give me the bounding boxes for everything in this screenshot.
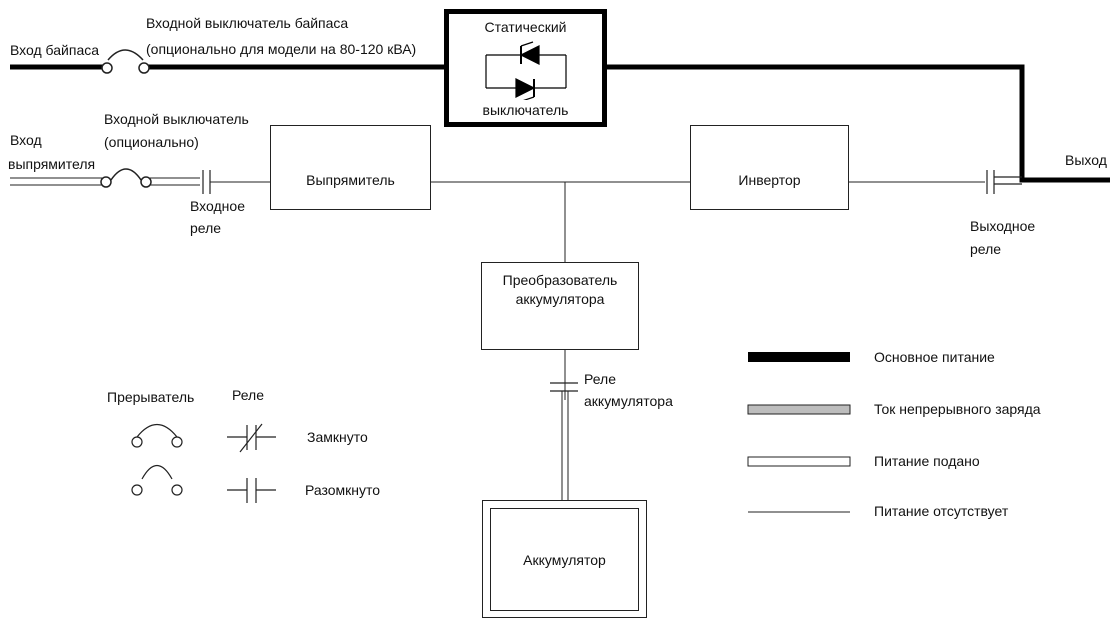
legend-relay-open-symbol — [227, 478, 276, 503]
static-switch-box: Статический выключатель — [444, 9, 607, 127]
battery-converter-frame: Преобразователь аккумулятора — [481, 262, 639, 350]
bypass-breaker-symbol — [101, 49, 150, 74]
bypass-power-line — [10, 64, 1110, 183]
inverter-label: Инвертор — [738, 172, 801, 188]
battery-outer-box: Аккумулятор — [482, 500, 647, 618]
input-breaker-label-1: Входной выключатель — [104, 111, 249, 127]
legend-float-charge-swatch — [747, 404, 851, 415]
input-breaker-symbol — [100, 168, 152, 188]
inverter-box: Инвертор — [690, 125, 849, 210]
input-relay-label-2: реле — [190, 220, 222, 236]
legend-breaker-open-symbol — [131, 464, 183, 496]
battery-relay-label-1: Реле — [584, 371, 616, 387]
battery-converter-label-2: аккумулятора — [515, 291, 605, 307]
legend-breaker-closed-symbol — [131, 423, 183, 448]
static-switch-label-2: выключатель — [482, 102, 569, 118]
legend-open-label: Разомкнуто — [305, 482, 381, 498]
battery-label: Аккумулятор — [523, 552, 606, 568]
legend-main-power-swatch — [748, 352, 850, 362]
legend-power-applied-label: Питание подано — [874, 453, 980, 469]
legend-no-power-label: Питание отсутствует — [874, 503, 1009, 519]
input-relay-symbol — [202, 170, 211, 194]
battery-converter-label-1: Преобразователь — [502, 272, 618, 288]
rectifier-input-line — [10, 177, 200, 186]
output-relay-label-2: реле — [970, 241, 1002, 257]
bypass-breaker-label-2: (опционально для модели на 80-120 кВА) — [146, 41, 417, 57]
bypass-input-label: Вход байпаса — [10, 42, 100, 58]
battery-feed-line — [561, 391, 569, 500]
thyristor-pair-icon — [485, 41, 567, 100]
battery-relay-symbol — [550, 382, 578, 392]
rectifier-label: Выпрямитель — [306, 172, 395, 188]
legend-float-charge-label: Ток непрерывного заряда — [874, 401, 1041, 417]
battery-inner-box: Аккумулятор — [490, 508, 639, 611]
legend-relay-title: Реле — [232, 387, 264, 403]
static-switch-label-1: Статический — [484, 19, 567, 35]
legend-power-applied-swatch — [747, 456, 851, 467]
bypass-breaker-label-1: Входной выключатель байпаса — [146, 15, 349, 31]
rectifier-input-label-2: выпрямителя — [8, 156, 96, 172]
legend-breaker-title: Прерыватель — [107, 389, 195, 405]
output-relay-symbol — [986, 170, 1022, 194]
input-breaker-label-2: (опционально) — [104, 134, 199, 150]
output-label: Выход — [1065, 152, 1107, 168]
legend-relay-closed-symbol — [227, 423, 276, 453]
battery-relay-label-2: аккумулятора — [584, 393, 673, 409]
legend-closed-label: Замкнуто — [307, 429, 368, 445]
output-relay-label-1: Выходное — [970, 218, 1036, 234]
rectifier-input-label-1: Вход — [10, 132, 42, 148]
legend-main-power-label: Основное питание — [874, 349, 995, 365]
input-relay-label-1: Входное — [190, 198, 245, 214]
rectifier-box: Выпрямитель — [270, 125, 431, 210]
